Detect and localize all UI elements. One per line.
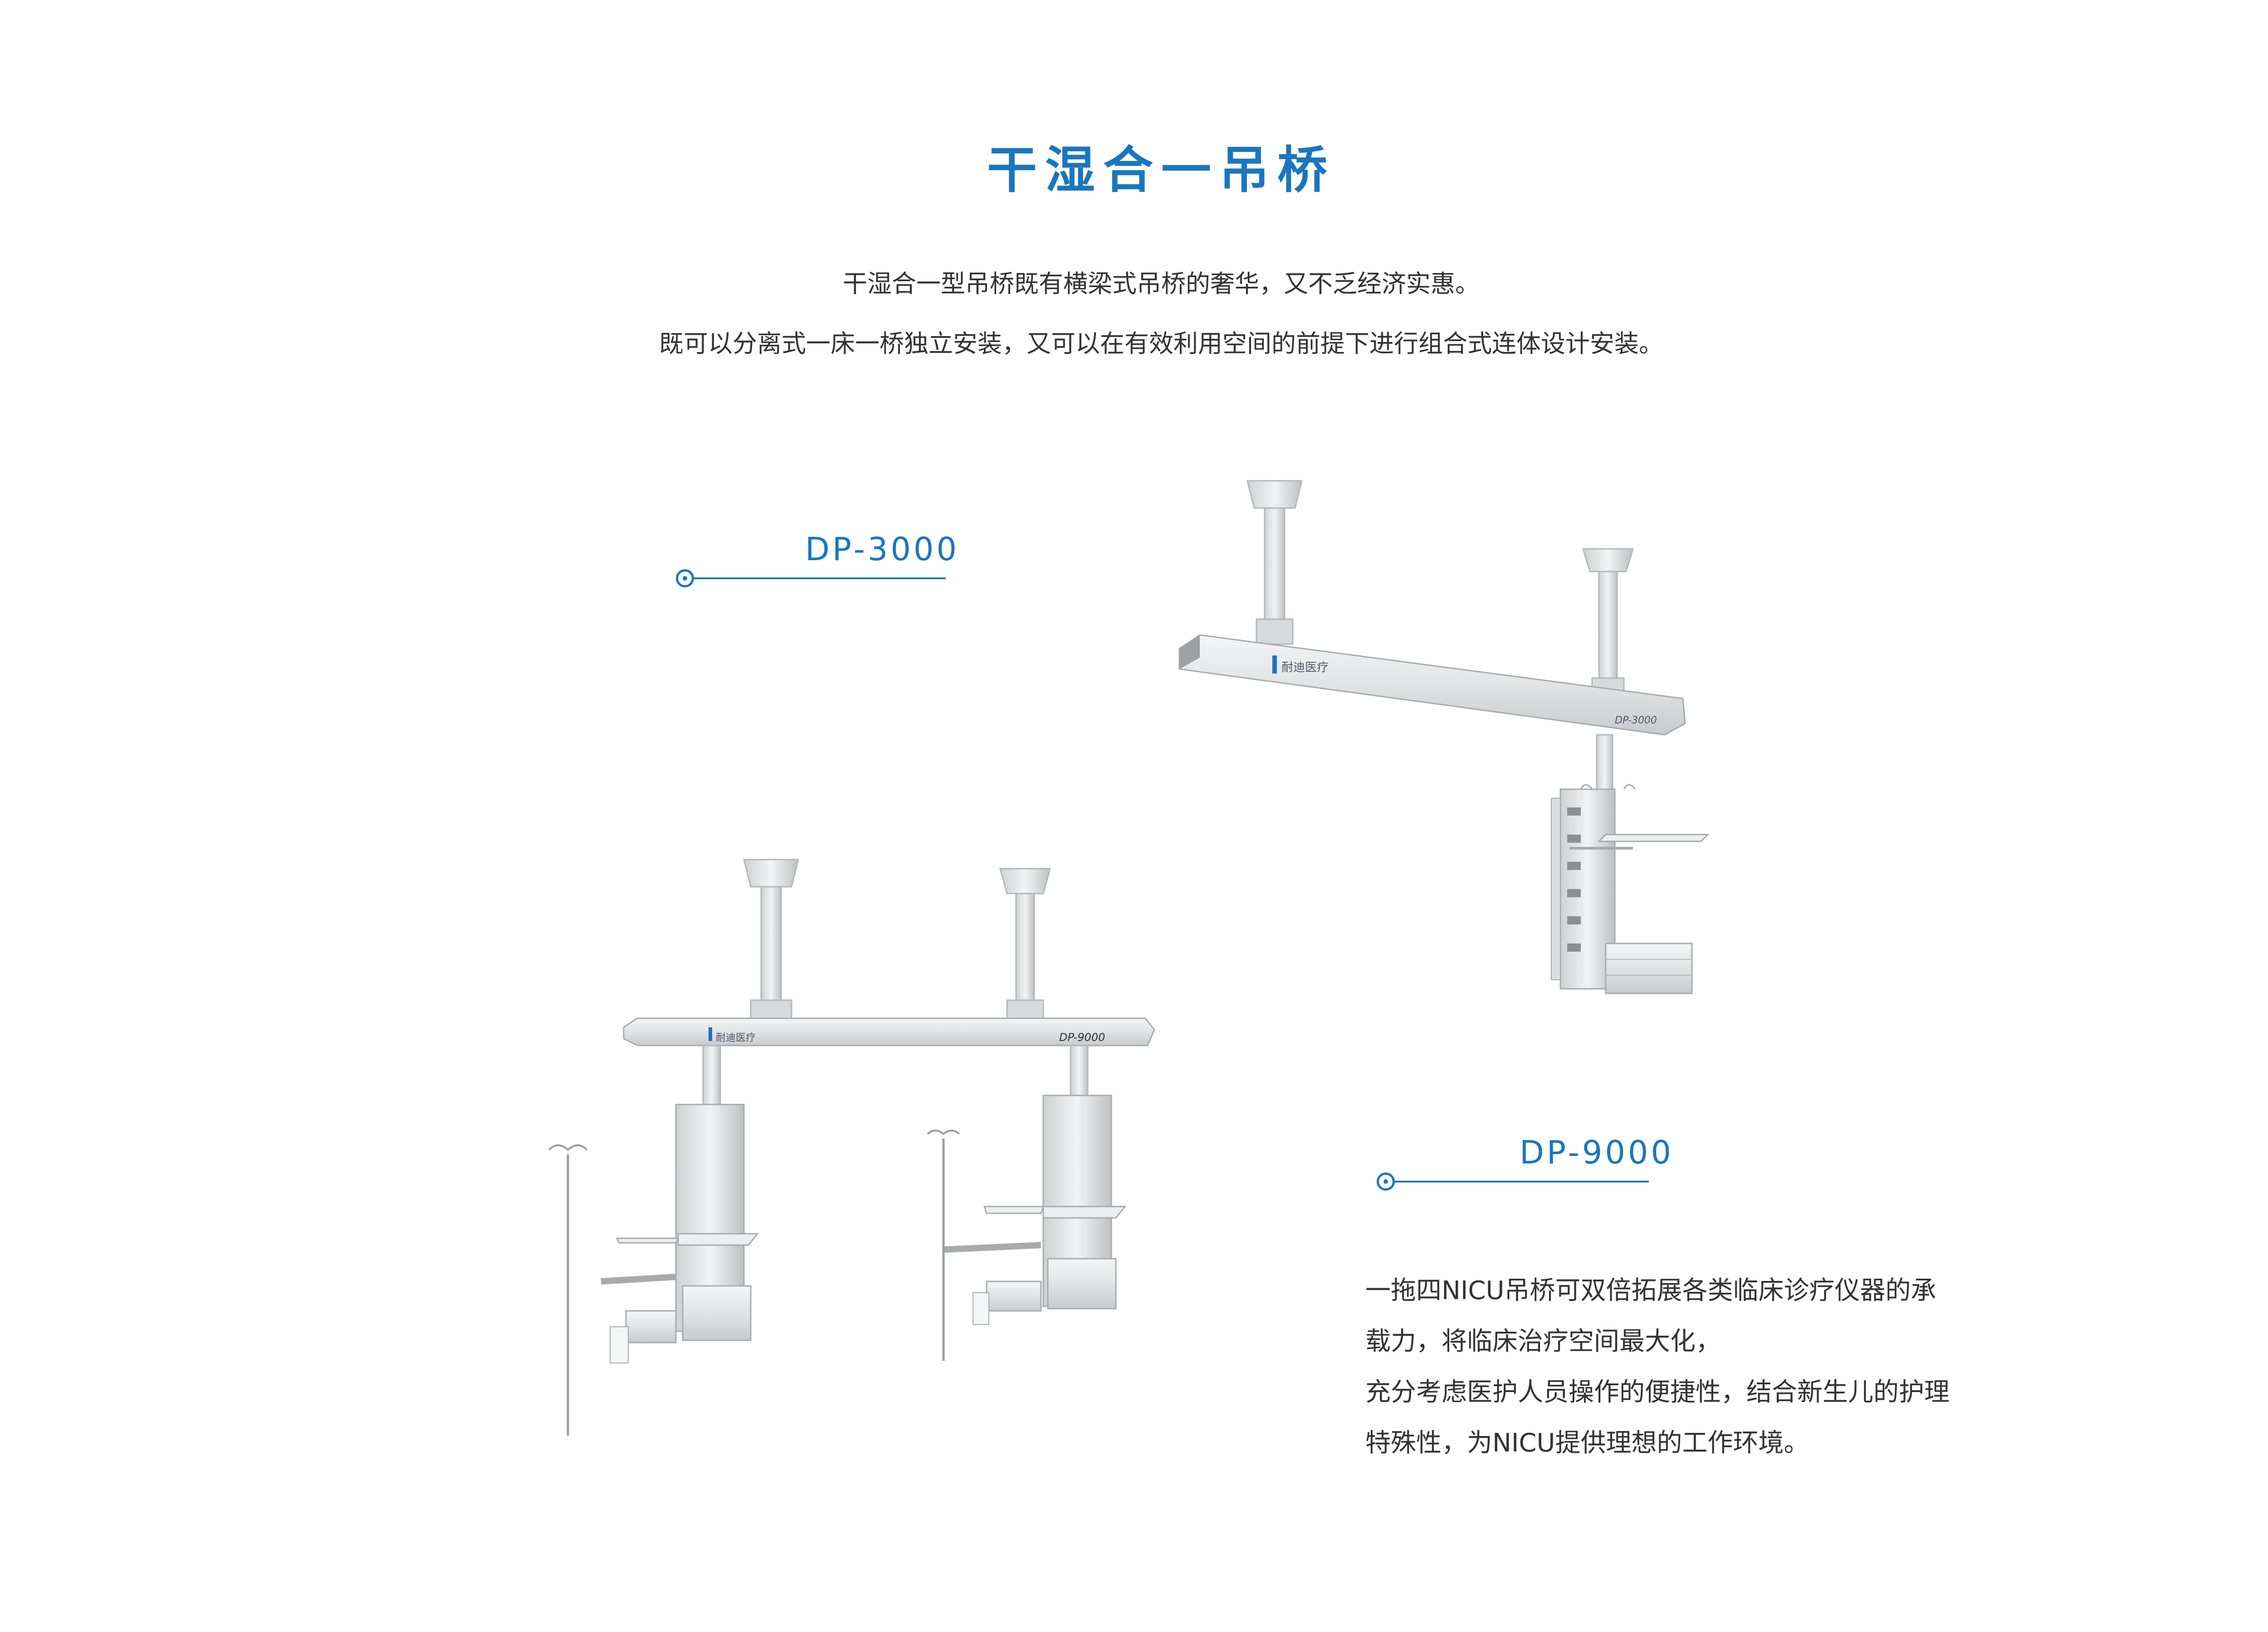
product-description: 一拖四NICU吊桥可双倍拓展各类临床诊疗仪器的承 载力，将临床治疗空间最大化， … (1365, 1266, 2028, 1469)
target-dot-icon (676, 569, 694, 587)
description-line-1: 一拖四NICU吊桥可双倍拓展各类临床诊疗仪器的承 (1365, 1276, 1936, 1305)
beam-brand-logo: 耐迪医疗 (1281, 661, 1329, 674)
page-title: 干湿合一吊桥 (987, 141, 1335, 199)
description-line-2: 载力，将临床治疗空间最大化， (1365, 1327, 1721, 1356)
intro-line-1: 干湿合一型吊桥既有横梁式吊桥的奢华，又不乏经济实惠。 (843, 269, 1480, 298)
beam-model-text: DP-9000 (1059, 1031, 1105, 1044)
target-dot-icon (1377, 1173, 1395, 1191)
beam-brand-logo: 耐迪医疗 (716, 1032, 756, 1044)
label-underline (694, 577, 946, 579)
description-line-3: 充分考虑医护人员操作的便捷性，结合新生儿的护理 (1365, 1378, 1950, 1407)
beam-model-text: DP-3000 (1615, 715, 1657, 726)
dp9000-pendant-image: 耐迪医疗 DP-9000 (548, 859, 1155, 1436)
label-underline (1395, 1181, 1649, 1182)
model-name: DP-9000 (1520, 1134, 1674, 1171)
dp3000-pendant-image: 耐迪医疗 DP-3000 (1178, 480, 1710, 994)
model-name: DP-3000 (805, 531, 959, 568)
intro-text: 干湿合一型吊桥既有横梁式吊桥的奢华，又不乏经济实惠。 既可以分离式一床一桥独立安… (0, 254, 2268, 374)
description-line-4: 特殊性，为NICU提供理想的工作环境。 (1365, 1428, 1809, 1458)
intro-line-2: 既可以分离式一床一桥独立安装，又可以在有效利用空间的前提下进行组合式连体设计安装… (659, 329, 1663, 358)
